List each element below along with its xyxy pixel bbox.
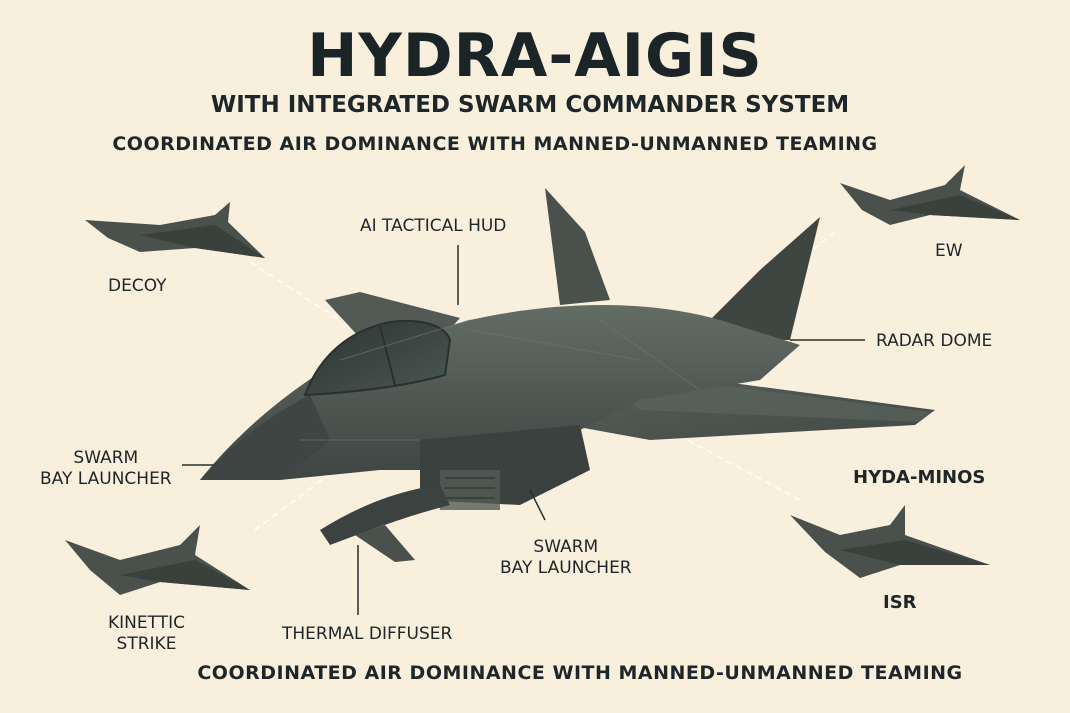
label-thermal-diffuser: THERMAL DIFFUSER — [282, 624, 453, 644]
leader-lines — [182, 245, 865, 615]
thermal-grille — [440, 470, 500, 510]
canopy — [303, 319, 452, 397]
missile-fin — [355, 525, 415, 562]
label-isr: ISR — [883, 592, 917, 613]
diagram-subtitle: WITH INTEGRATED SWARM COMMANDER SYSTEM — [210, 92, 850, 118]
label-decoy: DECOY — [108, 276, 167, 296]
missile — [320, 485, 450, 545]
label-swarm-bay-launcher-left: SWARM BAY LAUNCHER — [40, 448, 172, 490]
label-kinetic-strike: KINETTIC STRIKE — [108, 613, 185, 655]
label-radar-dome: RADAR DOME — [876, 331, 993, 351]
drone-isr — [790, 505, 990, 578]
label-swarm-left-line1: SWARM — [73, 448, 139, 468]
label-swarm-center-line2: BAY LAUNCHER — [500, 558, 632, 578]
drone-ew — [840, 165, 1020, 225]
drone-kinetic — [65, 525, 250, 595]
label-swarm-bay-launcher-center: SWARM BAY LAUNCHER — [500, 537, 632, 579]
main-fighter-jet — [200, 188, 935, 562]
vertical-tail-right — [690, 217, 820, 340]
tagline: COORDINATED AIR DOMINANCE WITH MANNED-UN… — [112, 133, 878, 155]
diagram-title: HYDRA-AIGIS — [307, 21, 763, 91]
label-swarm-center-line1: SWARM — [533, 537, 599, 557]
footer-tagline: COORDINATED AIR DOMINANCE WITH MANNED-UN… — [197, 662, 963, 684]
label-kinetic-line2: STRIKE — [116, 634, 177, 654]
link-kinetic — [254, 469, 336, 531]
label-ai-tactical-hud: AI TACTICAL HUD — [360, 216, 507, 236]
drone-decoy — [85, 202, 265, 258]
label-hyda-minos: HYDA-MINOS — [853, 467, 986, 488]
label-kinetic-line1: KINETTIC — [108, 613, 185, 633]
label-ew: EW — [935, 241, 963, 261]
label-swarm-left-line2: BAY LAUNCHER — [40, 469, 172, 489]
link-decoy — [249, 261, 341, 321]
vertical-tail-left — [545, 188, 610, 305]
fuselage — [200, 305, 800, 480]
